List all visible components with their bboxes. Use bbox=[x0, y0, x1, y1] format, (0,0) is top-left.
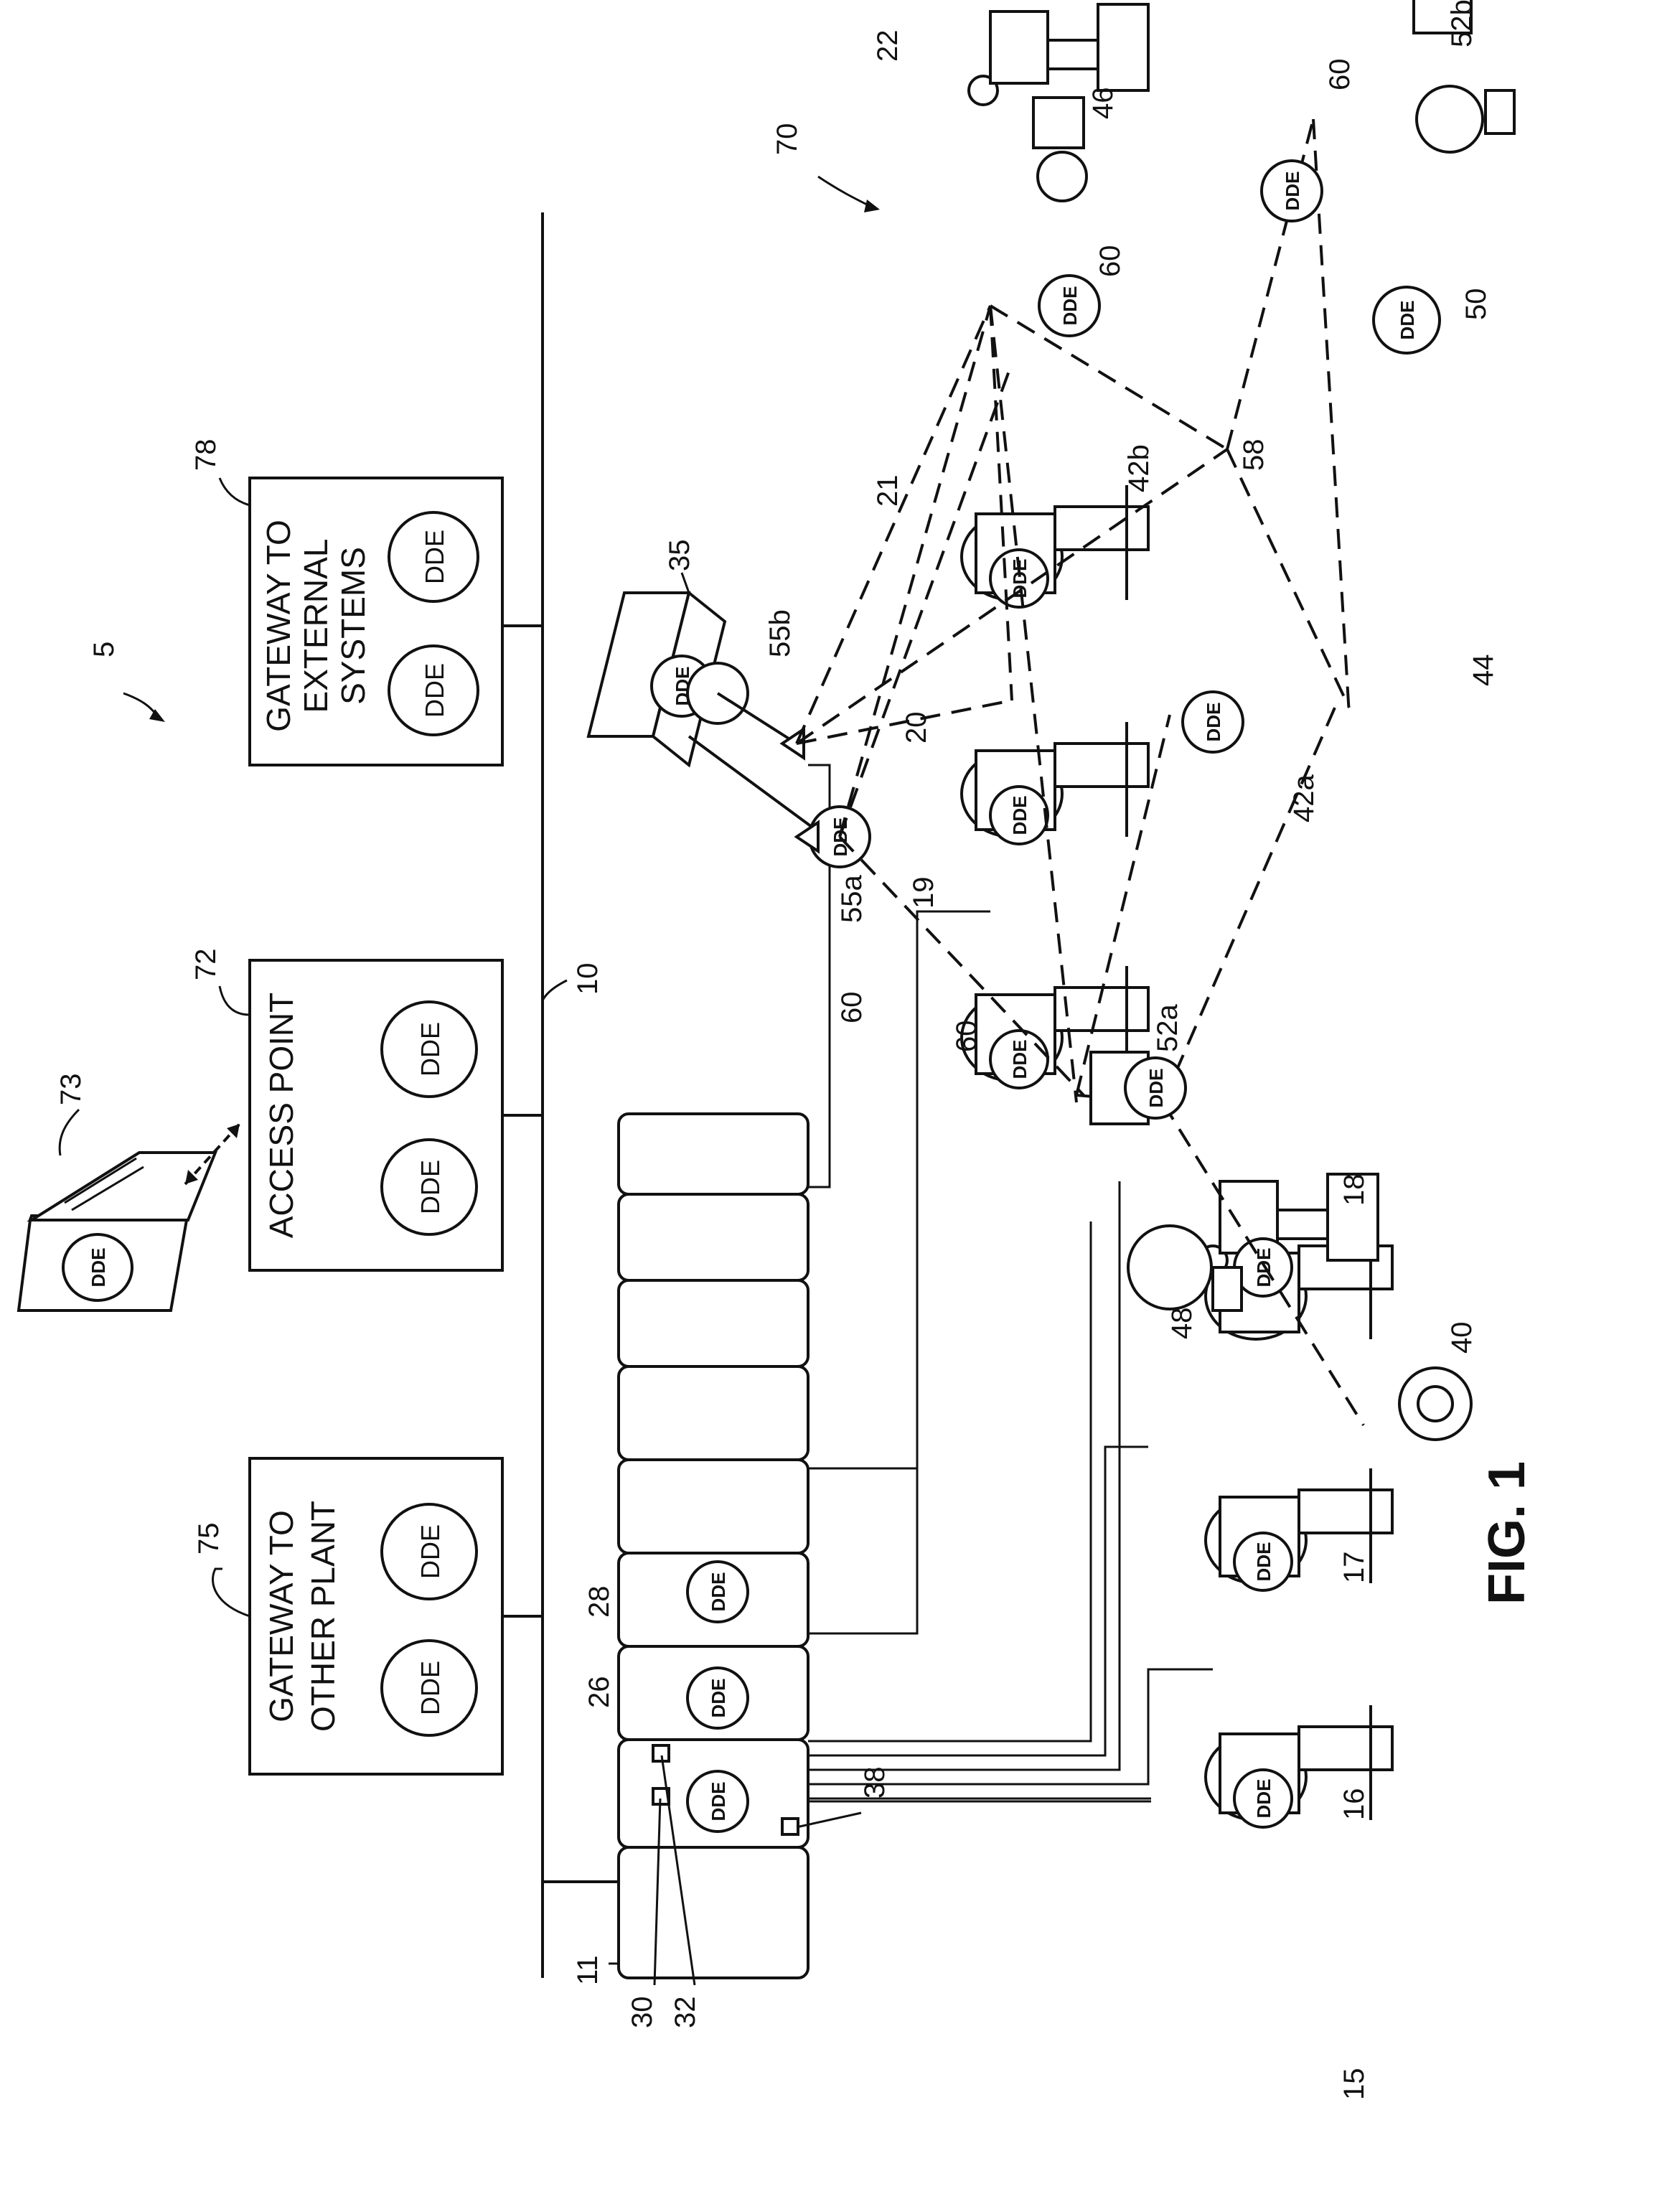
ref-19: 19 bbox=[908, 877, 939, 909]
gateway-external-line1: GATEWAY TO bbox=[260, 520, 297, 732]
ref-5: 5 bbox=[88, 642, 120, 657]
field-device-42b: DDE bbox=[1039, 276, 1099, 336]
dde-label: DDE bbox=[416, 1661, 445, 1715]
field-device-22 bbox=[969, 4, 1148, 105]
controller-rack bbox=[619, 1114, 808, 1978]
ref-26: 26 bbox=[583, 1677, 615, 1709]
ref-32: 32 bbox=[670, 1997, 701, 2029]
field-device-58: DDE bbox=[1262, 161, 1322, 221]
ref-22: 22 bbox=[872, 30, 904, 62]
figure-label: FIG. 1 bbox=[1478, 1461, 1536, 1605]
field-device-44: DDE bbox=[1374, 287, 1440, 353]
dde-label: DDE bbox=[416, 1022, 445, 1077]
svg-text:DDE: DDE bbox=[708, 1782, 729, 1821]
gateway-plant-line1: GATEWAY TO bbox=[263, 1510, 300, 1722]
gateway-external-line3: SYSTEMS bbox=[334, 547, 372, 705]
svg-text:DDE: DDE bbox=[1397, 301, 1418, 340]
ref-50: 50 bbox=[1460, 289, 1492, 321]
field-device-42a: DDE bbox=[1183, 692, 1243, 752]
ref-72: 72 bbox=[190, 949, 222, 981]
svg-text:DDE: DDE bbox=[1009, 1040, 1031, 1079]
ref-18: 18 bbox=[1338, 1174, 1370, 1206]
ref-35: 35 bbox=[664, 540, 695, 572]
gateway-external-line2: EXTERNAL bbox=[297, 539, 334, 713]
ref-70: 70 bbox=[771, 123, 803, 156]
ref-78: 78 bbox=[190, 439, 222, 472]
ref-55b: 55b bbox=[764, 609, 796, 657]
ref-44: 44 bbox=[1468, 655, 1499, 687]
access-point-line1: ACCESS POINT bbox=[263, 993, 300, 1239]
ref-21: 21 bbox=[872, 475, 904, 507]
ref-55a: 55a bbox=[836, 875, 868, 923]
svg-text:DDE: DDE bbox=[1145, 1069, 1167, 1108]
svg-text:DDE: DDE bbox=[88, 1248, 109, 1288]
ref-52b: 52b bbox=[1446, 0, 1478, 47]
field-device-20: DDE bbox=[962, 722, 1148, 844]
ref-15: 15 bbox=[1338, 2068, 1370, 2101]
dde-label: DDE bbox=[420, 530, 449, 584]
field-device-50 bbox=[1417, 86, 1514, 152]
svg-text:DDE: DDE bbox=[1253, 1542, 1275, 1582]
ref-38: 38 bbox=[859, 1767, 891, 1799]
ref-73: 73 bbox=[55, 1074, 87, 1106]
access-point-box: ACCESS POINT DDE DDE bbox=[250, 960, 502, 1270]
ref-40: 40 bbox=[1446, 1322, 1478, 1354]
wireless-gateway-35: DDE bbox=[588, 593, 748, 765]
svg-text:DDE: DDE bbox=[1282, 172, 1303, 211]
svg-text:DDE: DDE bbox=[1009, 796, 1031, 835]
ref-52a: 52a bbox=[1152, 1004, 1183, 1052]
gateway-to-other-plant-box: GATEWAY TO OTHER PLANT DDE DDE bbox=[250, 1458, 502, 1774]
ref-60: 60 bbox=[1324, 59, 1356, 91]
ref-46: 46 bbox=[1087, 88, 1119, 120]
ref-30: 30 bbox=[627, 1997, 658, 2029]
dde-label: DDE bbox=[416, 1160, 445, 1214]
dde-label: DDE bbox=[416, 1524, 445, 1579]
field-device-52a: DDE bbox=[1091, 1052, 1186, 1124]
ref-42b: 42b bbox=[1123, 444, 1155, 492]
ref-58: 58 bbox=[1238, 439, 1270, 472]
ref-17: 17 bbox=[1338, 1552, 1370, 1584]
field-device-21: DDE bbox=[962, 485, 1148, 607]
svg-text:DDE: DDE bbox=[1059, 286, 1081, 326]
dde-label: DDE bbox=[420, 663, 449, 718]
ref-60: 60 bbox=[1094, 245, 1126, 278]
field-device-46 bbox=[1033, 98, 1087, 201]
ref-60: 60 bbox=[836, 992, 868, 1024]
svg-text:DDE: DDE bbox=[1203, 703, 1224, 742]
field-device-40 bbox=[1399, 1368, 1471, 1440]
svg-text:DDE: DDE bbox=[708, 1572, 729, 1612]
gateway-plant-line2: OTHER PLANT bbox=[304, 1501, 342, 1732]
ref-75: 75 bbox=[193, 1523, 225, 1555]
gateway-to-external-systems-box: GATEWAY TO EXTERNAL SYSTEMS DDE DDE bbox=[250, 478, 502, 765]
ref-42a: 42a bbox=[1288, 774, 1320, 822]
ref-10: 10 bbox=[572, 963, 604, 995]
wireless-adapter-55a: DDE bbox=[797, 807, 870, 867]
laptop-icon: DDE bbox=[19, 1153, 215, 1310]
ref-16: 16 bbox=[1338, 1788, 1370, 1821]
ref-11: 11 bbox=[572, 1955, 604, 1985]
ref-48: 48 bbox=[1166, 1308, 1198, 1340]
ref-60: 60 bbox=[951, 1021, 982, 1053]
svg-text:DDE: DDE bbox=[708, 1679, 729, 1718]
svg-text:DDE: DDE bbox=[1253, 1779, 1275, 1819]
ref-28: 28 bbox=[583, 1586, 615, 1618]
